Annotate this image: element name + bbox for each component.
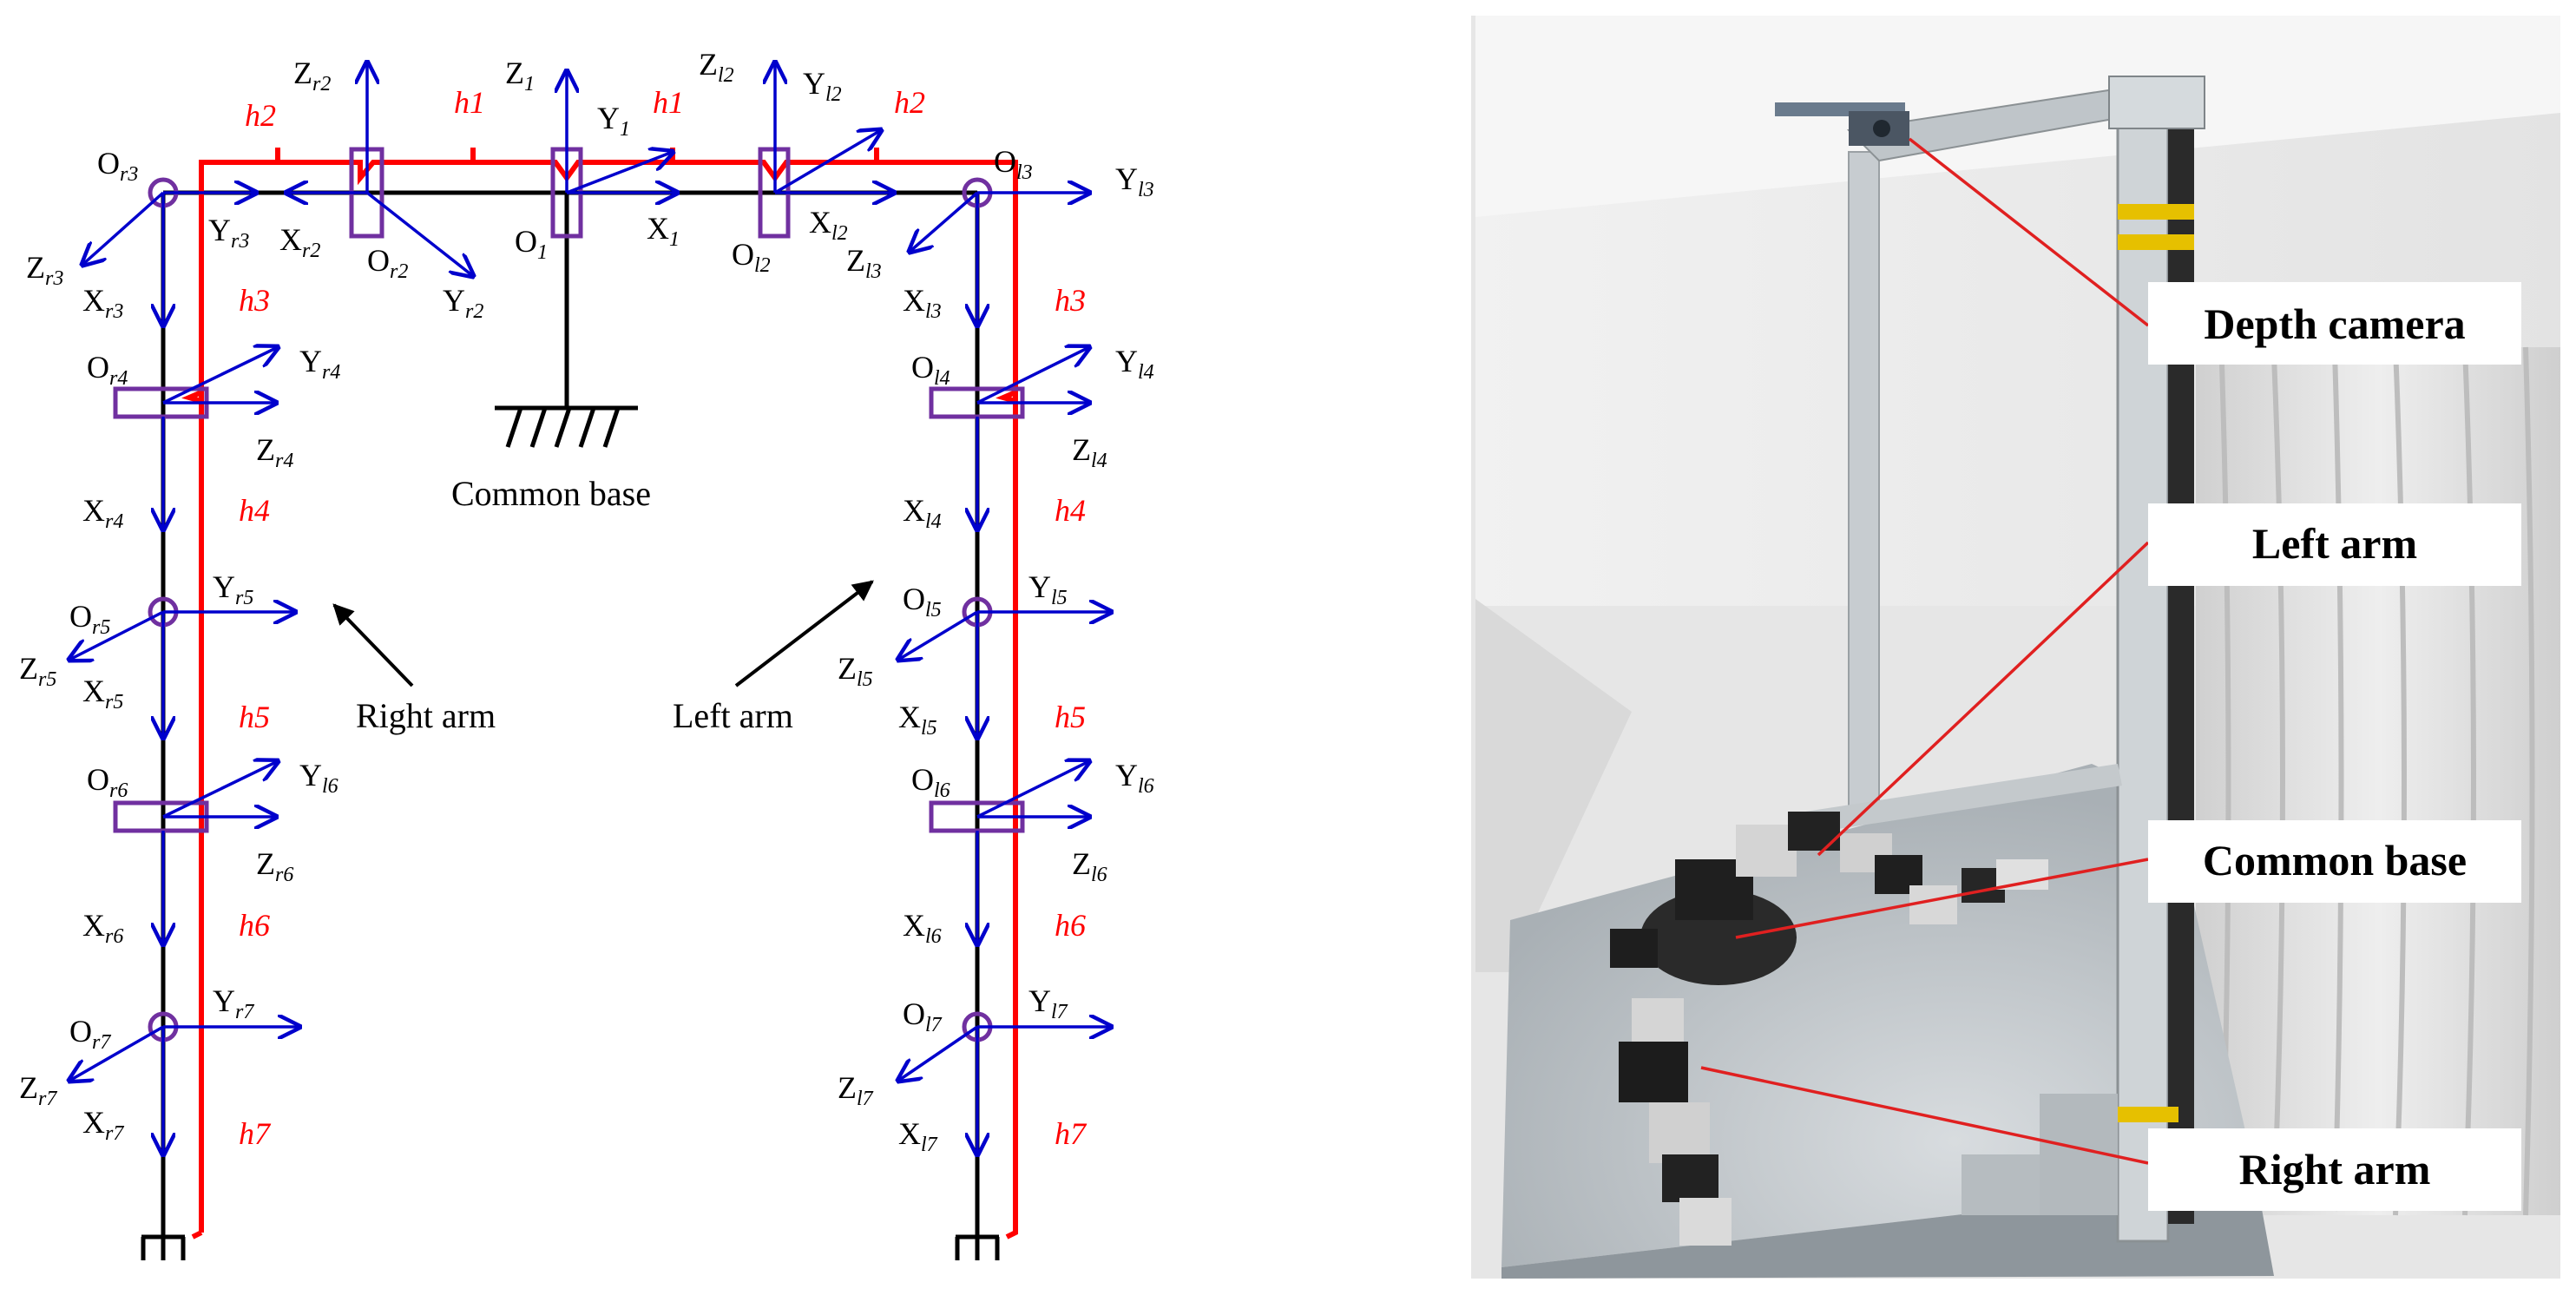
arm-pointer-arrows: [332, 580, 874, 687]
label-zr7: Zr7: [19, 1070, 57, 1110]
svg-text:Left arm: Left arm: [2252, 519, 2417, 568]
label-yr5: Yr5: [213, 569, 253, 609]
label-zl2: Zl2: [699, 47, 734, 87]
photo-label-left-arm: Left arm: [2148, 503, 2521, 586]
label-zl4: Zl4: [1072, 432, 1107, 472]
label-xl5: Xl5: [898, 700, 937, 740]
photo-annotation-lines: [1700, 137, 2150, 1165]
label-xl7: Xl7: [898, 1116, 938, 1156]
label-ol6: Ol6: [911, 762, 950, 802]
curtain: [2196, 346, 2560, 1216]
label-or6: Or6: [87, 762, 128, 802]
label-h7-left: h7: [1055, 1116, 1088, 1151]
svg-text:Right arm: Right arm: [2239, 1145, 2431, 1194]
label-z1: Z1: [505, 56, 535, 95]
right-arm-labels: Xr3 h3 Or4 Yr4 Zr4 Xr4 h4 Or5 Yr5 Zr5 Xr…: [19, 283, 340, 1151]
aluminum-frame: [1805, 76, 2205, 1243]
label-ol5: Ol5: [903, 582, 942, 621]
label-xr2: Xr2: [279, 222, 320, 262]
label-yr3: Yr3: [208, 213, 249, 253]
label-o1: O1: [515, 224, 548, 264]
label-zl3: Zl3: [846, 243, 882, 283]
label-zl7: Zl7: [838, 1070, 874, 1110]
label-yl4: Yl4: [1115, 344, 1154, 384]
label-yr4: Yr4: [299, 344, 340, 384]
svg-text:Common base: Common base: [2203, 836, 2467, 884]
label-h5-left: h5: [1055, 700, 1086, 734]
label-h1-right: h1: [653, 85, 684, 120]
label-xl2: Xl2: [809, 205, 848, 245]
label-zr6: Zr6: [256, 846, 293, 886]
coordinate-axes: [69, 62, 1111, 1154]
label-or7: Or7: [69, 1014, 111, 1054]
label-xl4: Xl4: [903, 493, 942, 533]
label-xr5: Xr5: [82, 674, 123, 713]
link-length-path: [181, 148, 1018, 1240]
label-zl6: Zl6: [1072, 846, 1107, 886]
label-xr7: Xr7: [82, 1105, 124, 1145]
label-yr2: Yr2: [443, 283, 483, 323]
label-h2-left: h2: [245, 98, 276, 133]
label-yl5: Yl5: [1028, 569, 1068, 609]
label-yr7: Yr7: [213, 983, 254, 1023]
label-zr2: Zr2: [293, 56, 331, 95]
common-base-ground-icon: [495, 405, 638, 448]
robot-arms: [1610, 812, 2048, 1246]
label-h6-right: h6: [239, 908, 270, 943]
label-x1: X1: [647, 211, 680, 251]
label-ol7: Ol7: [903, 996, 943, 1036]
label-xr6: Xr6: [82, 908, 123, 948]
svg-text:Depth camera: Depth camera: [2204, 299, 2465, 348]
label-y1: Y1: [597, 101, 630, 141]
label-h6-left: h6: [1055, 908, 1086, 943]
label-h7-right: h7: [239, 1116, 272, 1151]
label-or4: Or4: [87, 350, 128, 390]
photo-label-right-arm: Right arm: [2148, 1128, 2521, 1211]
label-h3-right: h3: [239, 283, 270, 318]
label-h5-right: h5: [239, 700, 270, 734]
label-ol2: Ol2: [732, 237, 771, 277]
left-arm-labels: Xl3 h3 Ol4 Yl4 Zl4 Xl4 h4 Ol5 Yl5 Zl5 Xl…: [838, 283, 1154, 1156]
label-or3: Or3: [97, 146, 138, 186]
label-h4-left: h4: [1055, 493, 1086, 528]
label-zl5: Zl5: [838, 651, 873, 691]
label-yl3: Yl3: [1115, 161, 1154, 201]
label-zr5: Zr5: [19, 651, 56, 691]
label-yl6-left: Yl6: [1115, 758, 1154, 798]
label-yl6-right: Yl6: [299, 758, 338, 798]
label-xl6: Xl6: [903, 908, 942, 948]
robot-platform-photo: Depth camera Left arm Common base Right …: [1471, 16, 2560, 1279]
label-xr3: Xr3: [82, 283, 123, 323]
caption-common-base: Common base: [451, 474, 651, 513]
label-h1-left: h1: [454, 85, 485, 120]
label-h3-left: h3: [1055, 283, 1086, 318]
label-yl7: Yl7: [1028, 983, 1068, 1023]
label-ol4: Ol4: [911, 350, 950, 390]
label-h4-right: h4: [239, 493, 270, 528]
label-zr4: Zr4: [256, 432, 293, 472]
label-or2: Or2: [367, 243, 408, 283]
caption-left-arm: Left arm: [673, 696, 793, 735]
label-h2-right: h2: [894, 85, 925, 120]
kinematic-diagram: Z1 Y1 X1 O1 h2 h1 h1 h2 Zr2 Xr2 Or2 Yr2 …: [19, 47, 1154, 1260]
right-arm-ground-icon: [141, 1234, 186, 1260]
label-zr3: Zr3: [26, 250, 63, 290]
label-ol3: Ol3: [994, 144, 1033, 184]
label-xl3: Xl3: [903, 283, 942, 323]
left-arm-ground-icon: [955, 1234, 1000, 1260]
label-xr4: Xr4: [82, 493, 123, 533]
depth-camera-icon: [1775, 102, 1909, 146]
label-yl2: Yl2: [803, 66, 842, 106]
photo-label-common-base: Common base: [2148, 820, 2521, 903]
photo-label-depth-camera: Depth camera: [2148, 282, 2521, 365]
label-or5: Or5: [69, 599, 110, 639]
caption-right-arm: Right arm: [356, 696, 496, 735]
